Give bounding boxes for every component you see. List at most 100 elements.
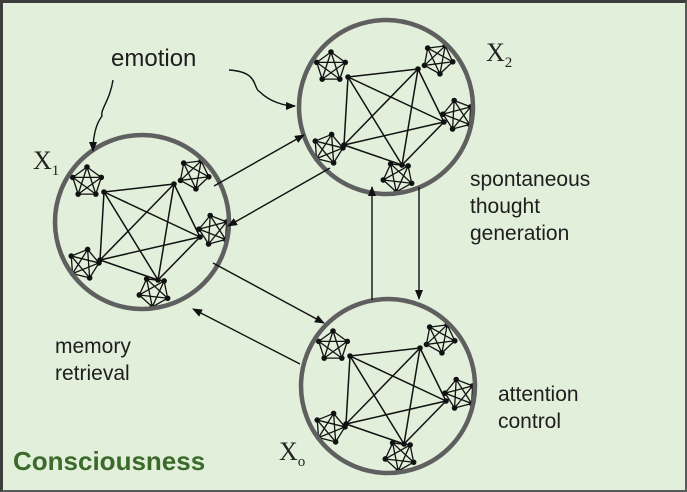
cluster-link xyxy=(429,326,456,342)
cluster-link xyxy=(151,280,165,308)
neuron xyxy=(407,442,413,448)
cluster-link xyxy=(426,340,455,346)
neuron xyxy=(205,173,212,180)
neuron xyxy=(451,337,458,344)
long-range-link xyxy=(345,423,405,445)
cluster-link xyxy=(315,134,333,159)
neuron xyxy=(143,276,150,282)
neuron-cluster xyxy=(69,164,105,197)
node-symbol: X xyxy=(33,146,52,175)
neuron xyxy=(405,163,411,169)
neuron-cluster xyxy=(315,328,351,361)
neuron xyxy=(330,160,337,166)
cluster-link xyxy=(318,341,325,359)
node-label-x1: X1 xyxy=(33,146,59,180)
long-range-link xyxy=(173,183,201,238)
label-line: memory xyxy=(55,335,131,358)
long-range-link xyxy=(99,183,175,261)
long-range-link xyxy=(347,68,419,78)
long-range-link xyxy=(343,144,403,166)
cluster-link xyxy=(427,45,446,49)
long-range-link xyxy=(417,68,445,123)
node-label-x0: Xo xyxy=(279,437,305,471)
cluster-link xyxy=(180,176,209,182)
cluster-link xyxy=(87,249,100,264)
cluster-link xyxy=(95,177,102,195)
cluster-link xyxy=(429,326,443,354)
cluster-link xyxy=(71,255,100,264)
cluster-link xyxy=(208,238,226,245)
cluster-link xyxy=(397,444,411,472)
long-range-link xyxy=(345,400,447,425)
neuron xyxy=(344,338,351,345)
neuron xyxy=(410,459,417,466)
cluster-link xyxy=(330,51,341,80)
neuron xyxy=(342,59,349,66)
cluster-link xyxy=(180,179,197,190)
cluster-link xyxy=(426,343,443,354)
cluster-link xyxy=(163,280,169,299)
cluster-link xyxy=(392,442,415,463)
hub-neuron xyxy=(171,181,177,187)
spontaneous-thought-label: spontaneous thought generation xyxy=(470,166,590,247)
cluster-link xyxy=(198,215,211,230)
neuron xyxy=(442,390,448,396)
neuron xyxy=(449,126,456,132)
cluster-link xyxy=(318,426,346,439)
cluster-link xyxy=(198,228,210,245)
long-range-link xyxy=(343,121,445,146)
neuron xyxy=(207,212,213,219)
neuron xyxy=(439,350,445,356)
neuron xyxy=(312,138,319,144)
neuron xyxy=(339,355,345,361)
cluster-link xyxy=(89,262,100,279)
cluster-link xyxy=(407,165,413,184)
cluster-link xyxy=(384,442,394,460)
cluster-link xyxy=(341,341,348,359)
arrow-x0-to-x1 xyxy=(192,308,301,365)
hub-neuron xyxy=(441,119,447,125)
diagram-title: Consciousness xyxy=(13,446,206,476)
cluster-link xyxy=(179,162,185,181)
cluster-link xyxy=(317,419,346,428)
cluster-link xyxy=(179,160,202,181)
long-range-link xyxy=(349,355,405,445)
hub-neuron xyxy=(347,353,353,359)
neuron xyxy=(84,164,90,170)
cluster-link xyxy=(335,426,346,443)
neuron xyxy=(330,410,337,417)
cluster-link xyxy=(442,100,455,115)
cluster-link xyxy=(151,297,168,308)
hub-neuron xyxy=(415,66,421,72)
cluster-link xyxy=(317,412,334,421)
cluster-link xyxy=(72,273,90,279)
long-range-link xyxy=(103,191,201,238)
neuron xyxy=(389,440,396,446)
node-subscript: 2 xyxy=(504,55,513,71)
neuron-cluster xyxy=(423,322,458,356)
cluster-link xyxy=(384,444,411,460)
long-range-link xyxy=(343,68,419,146)
cluster-link xyxy=(425,326,431,345)
neuron xyxy=(84,246,91,253)
cluster-link xyxy=(441,324,448,353)
long-range-link xyxy=(343,76,349,146)
cluster-link xyxy=(316,61,341,80)
neuron xyxy=(93,191,99,197)
cluster-link xyxy=(453,379,457,409)
module-circle xyxy=(298,296,478,476)
cluster-link xyxy=(72,166,88,178)
hub-neuron xyxy=(97,257,103,263)
cluster-link xyxy=(72,177,79,195)
cluster-link xyxy=(454,402,472,409)
neuron-cluster xyxy=(313,49,349,82)
cluster-link xyxy=(321,51,332,80)
cluster-link xyxy=(146,278,169,299)
neuron xyxy=(451,97,457,104)
long-range-link xyxy=(401,68,419,166)
cluster-link xyxy=(389,163,397,193)
hub-neuron xyxy=(343,421,349,427)
cluster-link xyxy=(444,379,457,394)
cluster-link xyxy=(330,134,335,163)
neuron xyxy=(423,341,430,348)
